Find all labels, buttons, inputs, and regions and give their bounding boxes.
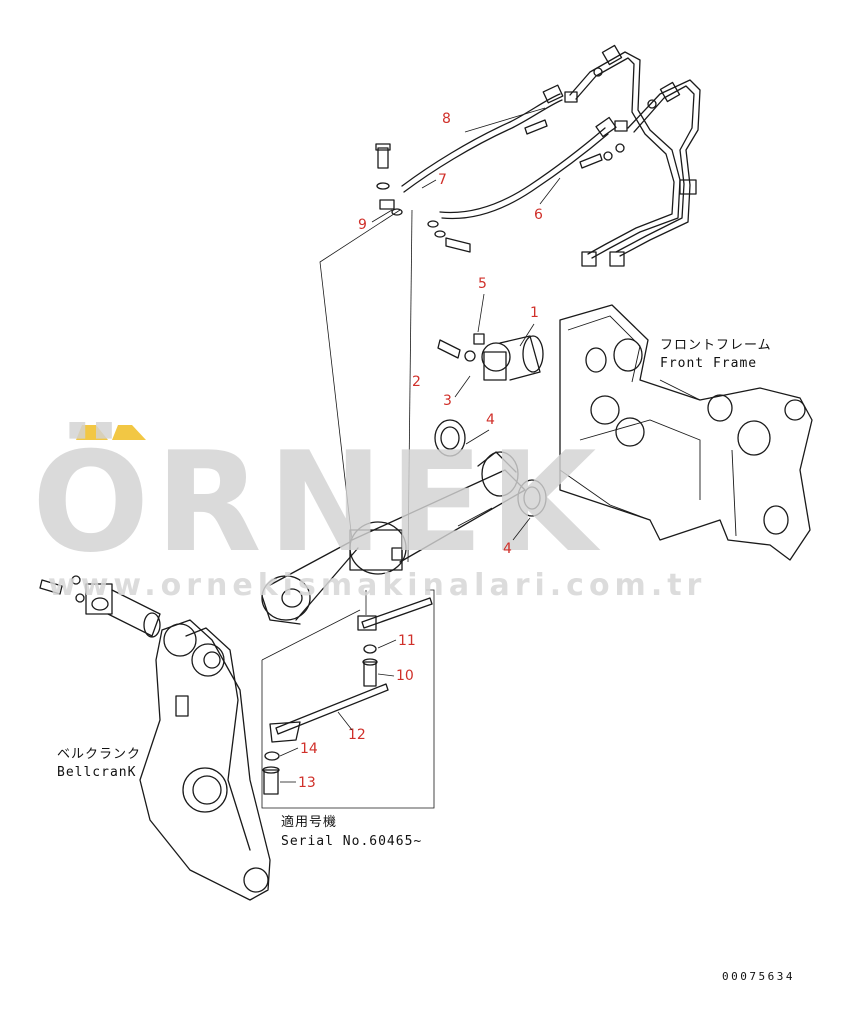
callout-2: 2 xyxy=(412,374,421,390)
bellcrank xyxy=(39,575,271,901)
callout-4-lower: 4 xyxy=(503,541,512,557)
text-labels: フロントフレーム Front Frame ベルクランク BellcranK 適用… xyxy=(57,338,795,983)
serial-label-en: Serial No.60465~ xyxy=(281,834,422,849)
watermark: ÖRNEK www.ornekismakinalari.com.tr xyxy=(32,422,706,603)
hydraulic-lines xyxy=(375,44,701,267)
watermark-accent-icon xyxy=(76,425,146,440)
front-frame-label-en: Front Frame xyxy=(660,356,757,371)
callout-1: 1 xyxy=(530,305,539,321)
watermark-url: www.ornekismakinalari.com.tr xyxy=(48,568,706,603)
callout-14: 14 xyxy=(300,741,318,757)
callout-5: 5 xyxy=(478,276,487,292)
callout-10: 10 xyxy=(396,668,414,684)
leader-lines xyxy=(261,209,435,809)
callout-6: 6 xyxy=(534,207,543,223)
bellcrank-label-jp: ベルクランク xyxy=(57,747,141,762)
front-frame xyxy=(559,304,813,561)
callout-leaders xyxy=(279,107,561,783)
serial-label-jp: 適用号機 xyxy=(281,814,337,830)
callout-11: 11 xyxy=(398,633,416,649)
front-frame-label-jp: フロントフレーム xyxy=(660,338,772,353)
watermark-brand: ÖRNEK xyxy=(32,422,602,583)
bracket-assembly xyxy=(262,597,433,795)
callout-8: 8 xyxy=(442,111,451,127)
callout-4-upper: 4 xyxy=(486,412,495,428)
callout-13: 13 xyxy=(298,775,316,791)
part-number-callouts: 8 7 9 6 5 1 2 3 4 4 11 10 12 14 13 xyxy=(298,111,543,791)
callout-12: 12 xyxy=(348,727,366,743)
callout-7: 7 xyxy=(438,172,447,188)
document-id: 00075634 xyxy=(722,970,795,983)
callout-9: 9 xyxy=(358,217,367,233)
bellcrank-label-en: BellcranK xyxy=(57,765,136,780)
pin-assembly xyxy=(437,333,544,381)
callout-3: 3 xyxy=(443,393,452,409)
lift-cylinder xyxy=(261,419,547,625)
